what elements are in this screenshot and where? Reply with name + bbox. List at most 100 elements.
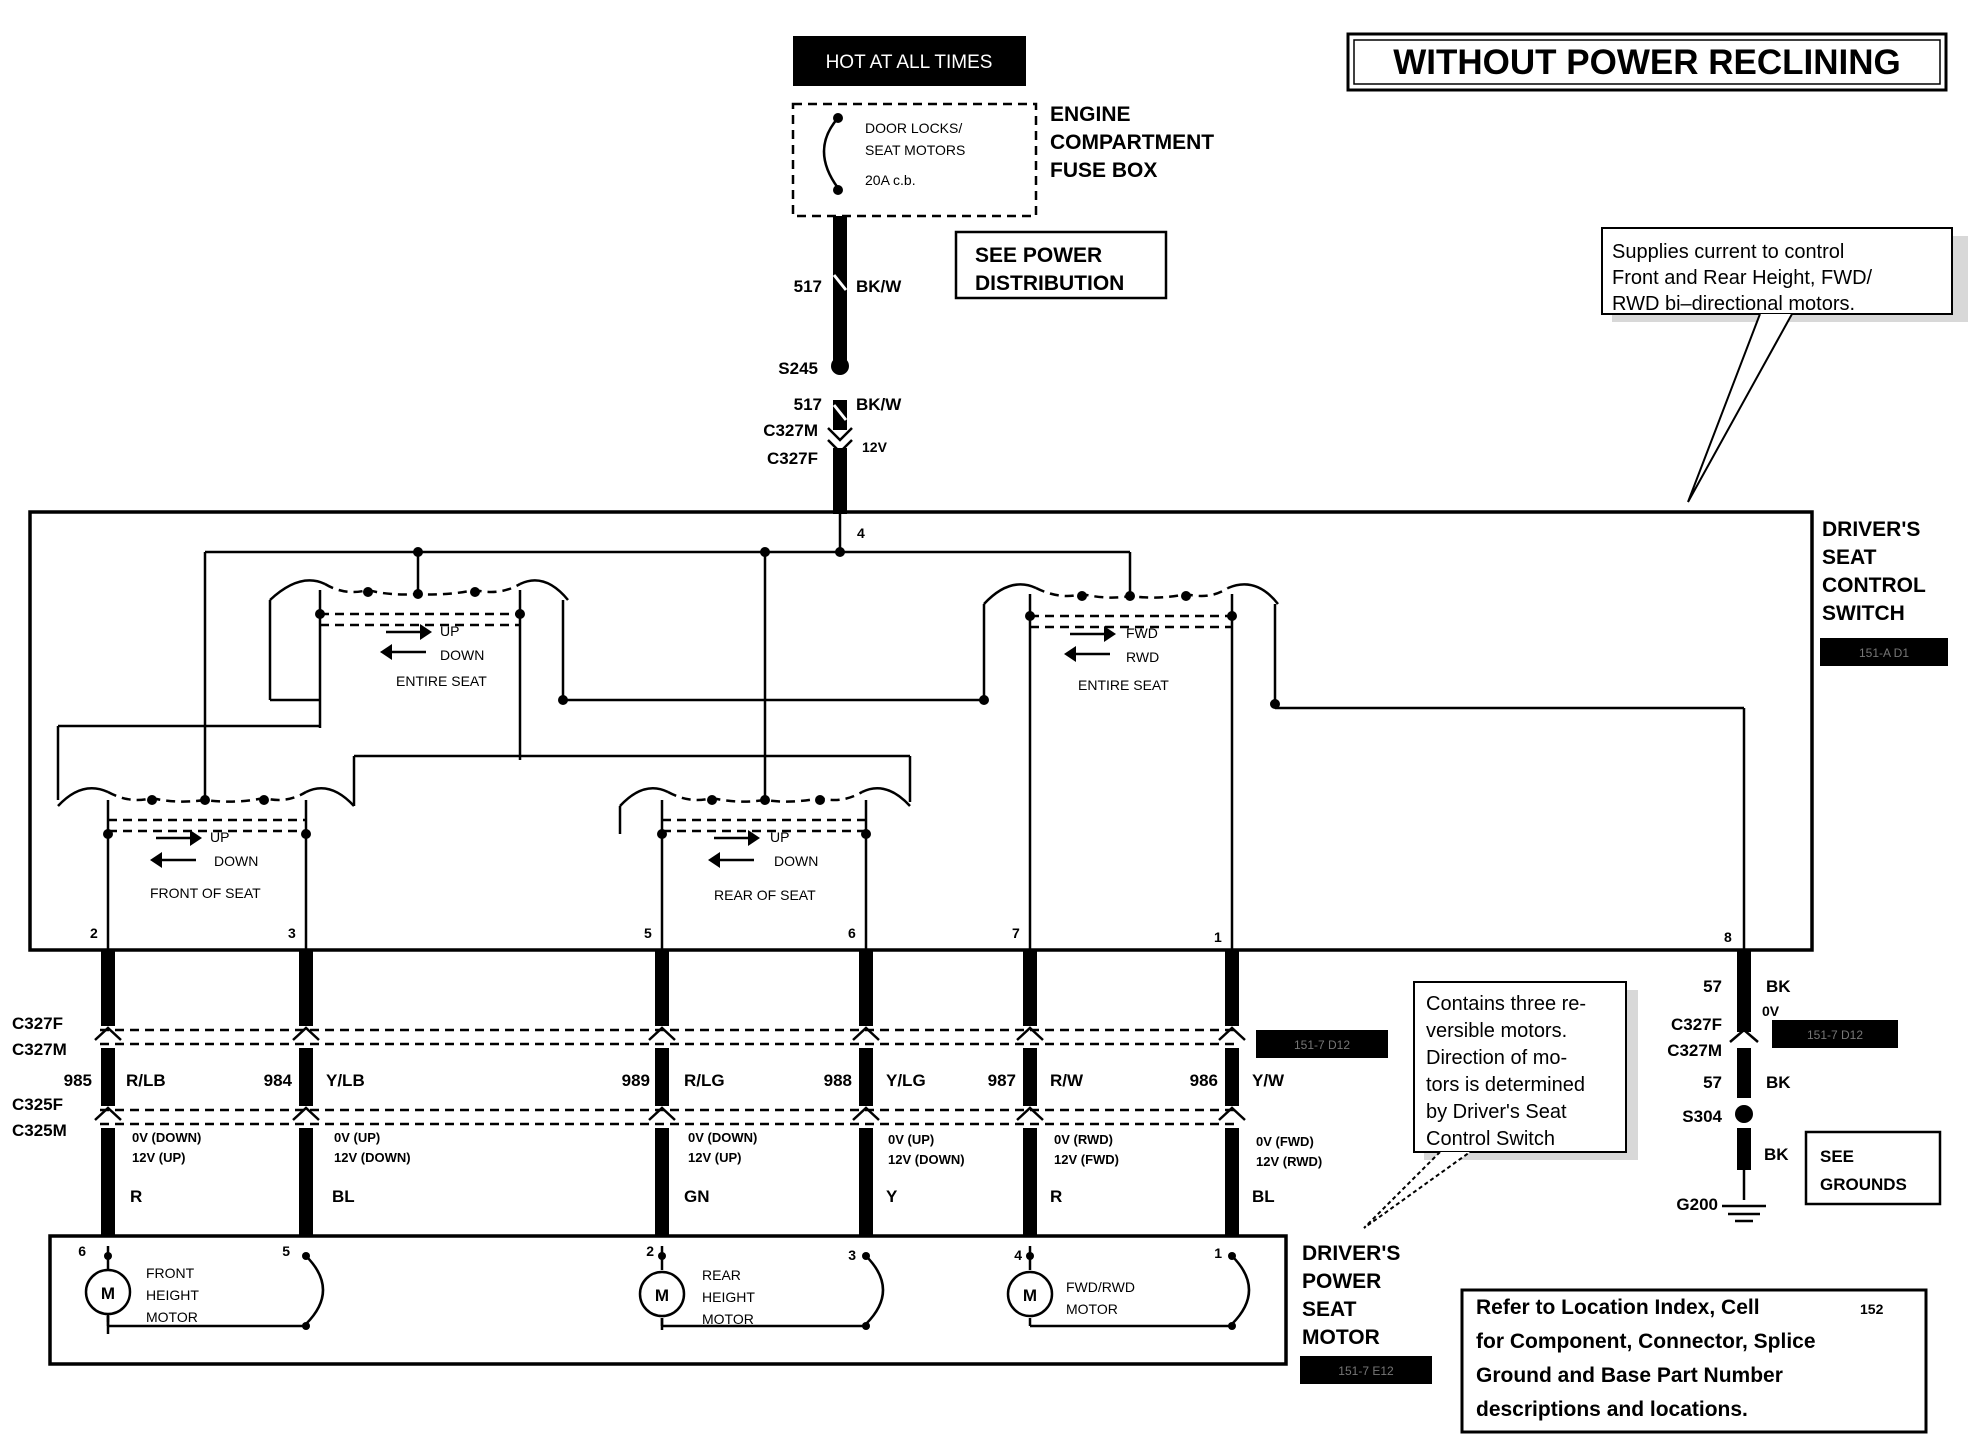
svg-text:1: 1 (1214, 1245, 1222, 1261)
svg-text:985: 985 (64, 1071, 92, 1090)
svg-text:BK: BK (1764, 1145, 1789, 1164)
svg-text:DOWN: DOWN (214, 853, 258, 869)
splice-s304: S304 (1682, 1107, 1722, 1126)
svg-text:Direction of mo-: Direction of mo- (1426, 1047, 1567, 1069)
svg-text:C327F: C327F (12, 1014, 63, 1033)
svg-text:MOTOR: MOTOR (146, 1309, 198, 1325)
svg-text:DRIVER'S: DRIVER'S (1302, 1242, 1400, 1265)
svg-text:GROUNDS: GROUNDS (1820, 1175, 1907, 1194)
svg-text:986: 986 (1190, 1071, 1218, 1090)
svg-text:151-7 D12: 151-7 D12 (1294, 1038, 1350, 1052)
svg-text:Contains three re-: Contains three re- (1426, 993, 1586, 1015)
svg-text:M: M (1023, 1286, 1037, 1305)
svg-text:ENTIRE SEAT: ENTIRE SEAT (1078, 677, 1169, 693)
svg-text:UP: UP (770, 829, 789, 845)
svg-text:987: 987 (988, 1071, 1016, 1090)
svg-text:FWD/RWD: FWD/RWD (1066, 1279, 1135, 1295)
svg-text:151-7 E12: 151-7 E12 (1338, 1364, 1394, 1378)
harness-wire-1 (94, 950, 122, 1236)
svg-text:ENTIRE SEAT: ENTIRE SEAT (396, 673, 487, 689)
svg-text:Front and Rear Height, FWD: Front and Rear Height, FWD/ (1612, 267, 1873, 289)
svg-text:R/W: R/W (1050, 1071, 1084, 1090)
svg-text:BL: BL (332, 1187, 355, 1206)
ground-g200: G200 (1676, 1195, 1718, 1214)
svg-text:57: 57 (1703, 1073, 1722, 1092)
drivers-power-seat-motor: DRIVER'S POWER SEAT MOTOR 151-7 E12 M 6 … (48, 1234, 1432, 1384)
svg-text:989: 989 (622, 1071, 650, 1090)
svg-text:FRONT OF SEAT: FRONT OF SEAT (150, 885, 261, 901)
fwd-rwd-motor: M 4 1 FWD/RWD MOTOR (1006, 1245, 1251, 1330)
svg-text:Y/LG: Y/LG (886, 1071, 926, 1090)
svg-text:FWD: FWD (1126, 625, 1158, 641)
svg-text:5: 5 (282, 1243, 290, 1259)
svg-text:REAR OF SEAT: REAR OF SEAT (714, 887, 816, 903)
title-box: WITHOUT POWER RECLINING (1346, 32, 1948, 92)
pin-3: 3 (288, 925, 296, 941)
feed-wire: 517 BK/W S245 517 BK/W C327M C327F 12V (763, 216, 902, 552)
svg-text:by Driver's Seat: by Driver's Seat (1426, 1101, 1567, 1123)
svg-text:4: 4 (1014, 1247, 1022, 1263)
svg-text:SWITCH: SWITCH (1822, 602, 1905, 625)
svg-text:R/LB: R/LB (126, 1071, 166, 1090)
svg-text:HEIGHT: HEIGHT (146, 1287, 199, 1303)
svg-text:BK/W: BK/W (856, 395, 902, 414)
harness-wire-2 (292, 950, 320, 1236)
svg-text:ENGINE: ENGINE (1050, 103, 1131, 126)
pin-6: 6 (848, 925, 856, 941)
svg-text:MOTOR: MOTOR (702, 1311, 754, 1327)
svg-text:R: R (130, 1187, 142, 1206)
svg-text:BK: BK (1766, 1073, 1791, 1092)
svg-text:DOWN: DOWN (440, 647, 484, 663)
svg-text:CONTROL: CONTROL (1822, 574, 1926, 597)
svg-text:HEIGHT: HEIGHT (702, 1289, 755, 1305)
harness-wire-6 (1218, 950, 1246, 1236)
svg-text:C327M: C327M (763, 421, 818, 440)
svg-text:SEAT: SEAT (1822, 546, 1877, 569)
svg-text:SEE: SEE (1820, 1147, 1854, 1166)
svg-text:R/LG: R/LG (684, 1071, 725, 1090)
harness-wire-4 (852, 950, 880, 1236)
svg-text:Y/LB: Y/LB (326, 1071, 365, 1090)
svg-text:151-7 D12: 151-7 D12 (1807, 1028, 1863, 1042)
svg-text:984: 984 (264, 1071, 293, 1090)
hot-at-all-times-label: HOT AT ALL TIMES (793, 36, 1026, 86)
svg-text:Y/W: Y/W (1252, 1071, 1285, 1090)
svg-text:M: M (655, 1286, 669, 1305)
svg-text:R: R (1050, 1187, 1062, 1206)
svg-text:12V: 12V (862, 439, 888, 455)
svg-text:SEAT MOTORS: SEAT MOTORS (865, 142, 965, 158)
svg-text:988: 988 (824, 1071, 852, 1090)
motors-note: Contains three re- versible motors. Dire… (1363, 981, 1638, 1229)
svg-text:4: 4 (857, 525, 865, 541)
svg-text:Refer to Location Index, Cell: Refer to Location Index, Cell (1476, 1296, 1760, 1319)
svg-text:151-A D1: 151-A D1 (1859, 646, 1909, 660)
svg-text:C325F: C325F (12, 1095, 63, 1114)
svg-text:2: 2 (646, 1243, 654, 1259)
front-height-motor: M 6 5 FRONT HEIGHT MOTOR (78, 1243, 325, 1334)
svg-text:UP: UP (210, 829, 229, 845)
svg-text:DRIVER'S: DRIVER'S (1822, 518, 1920, 541)
svg-text:C327M: C327M (1667, 1041, 1722, 1060)
ground-circuit: 57 BK 0V C327F C327M 151-7 D12 57 BK S30… (1667, 977, 1942, 1214)
svg-text:12V (RWD): 12V (RWD) (1256, 1154, 1322, 1169)
svg-text:FRONT: FRONT (146, 1265, 195, 1281)
svg-text:BL: BL (1252, 1187, 1275, 1206)
svg-text:6: 6 (78, 1243, 86, 1259)
svg-text:DISTRIBUTION: DISTRIBUTION (975, 272, 1124, 295)
svg-text:517: 517 (794, 395, 822, 414)
svg-text:3: 3 (848, 1247, 856, 1263)
pin-5: 5 (644, 925, 652, 941)
svg-text:Y: Y (886, 1187, 898, 1206)
svg-text:SEE POWER: SEE POWER (975, 244, 1102, 267)
svg-text:Supplies current to cont: Supplies current to control (1612, 241, 1844, 263)
svg-text:COMPARTMENT: COMPARTMENT (1050, 131, 1214, 154)
svg-text:0V (DOWN): 0V (DOWN) (688, 1130, 757, 1145)
svg-text:Control Switch: Control Switch (1426, 1128, 1555, 1150)
splice-s245: S245 (778, 359, 818, 378)
supply-note: Supplies current to control Front and Re… (1601, 227, 1968, 503)
svg-text:12V (UP): 12V (UP) (688, 1150, 741, 1165)
svg-text:FUSE BOX: FUSE BOX (1050, 159, 1157, 182)
svg-text:RWD: RWD (1126, 649, 1159, 665)
svg-text:REAR: REAR (702, 1267, 741, 1283)
svg-text:UP: UP (440, 623, 459, 639)
